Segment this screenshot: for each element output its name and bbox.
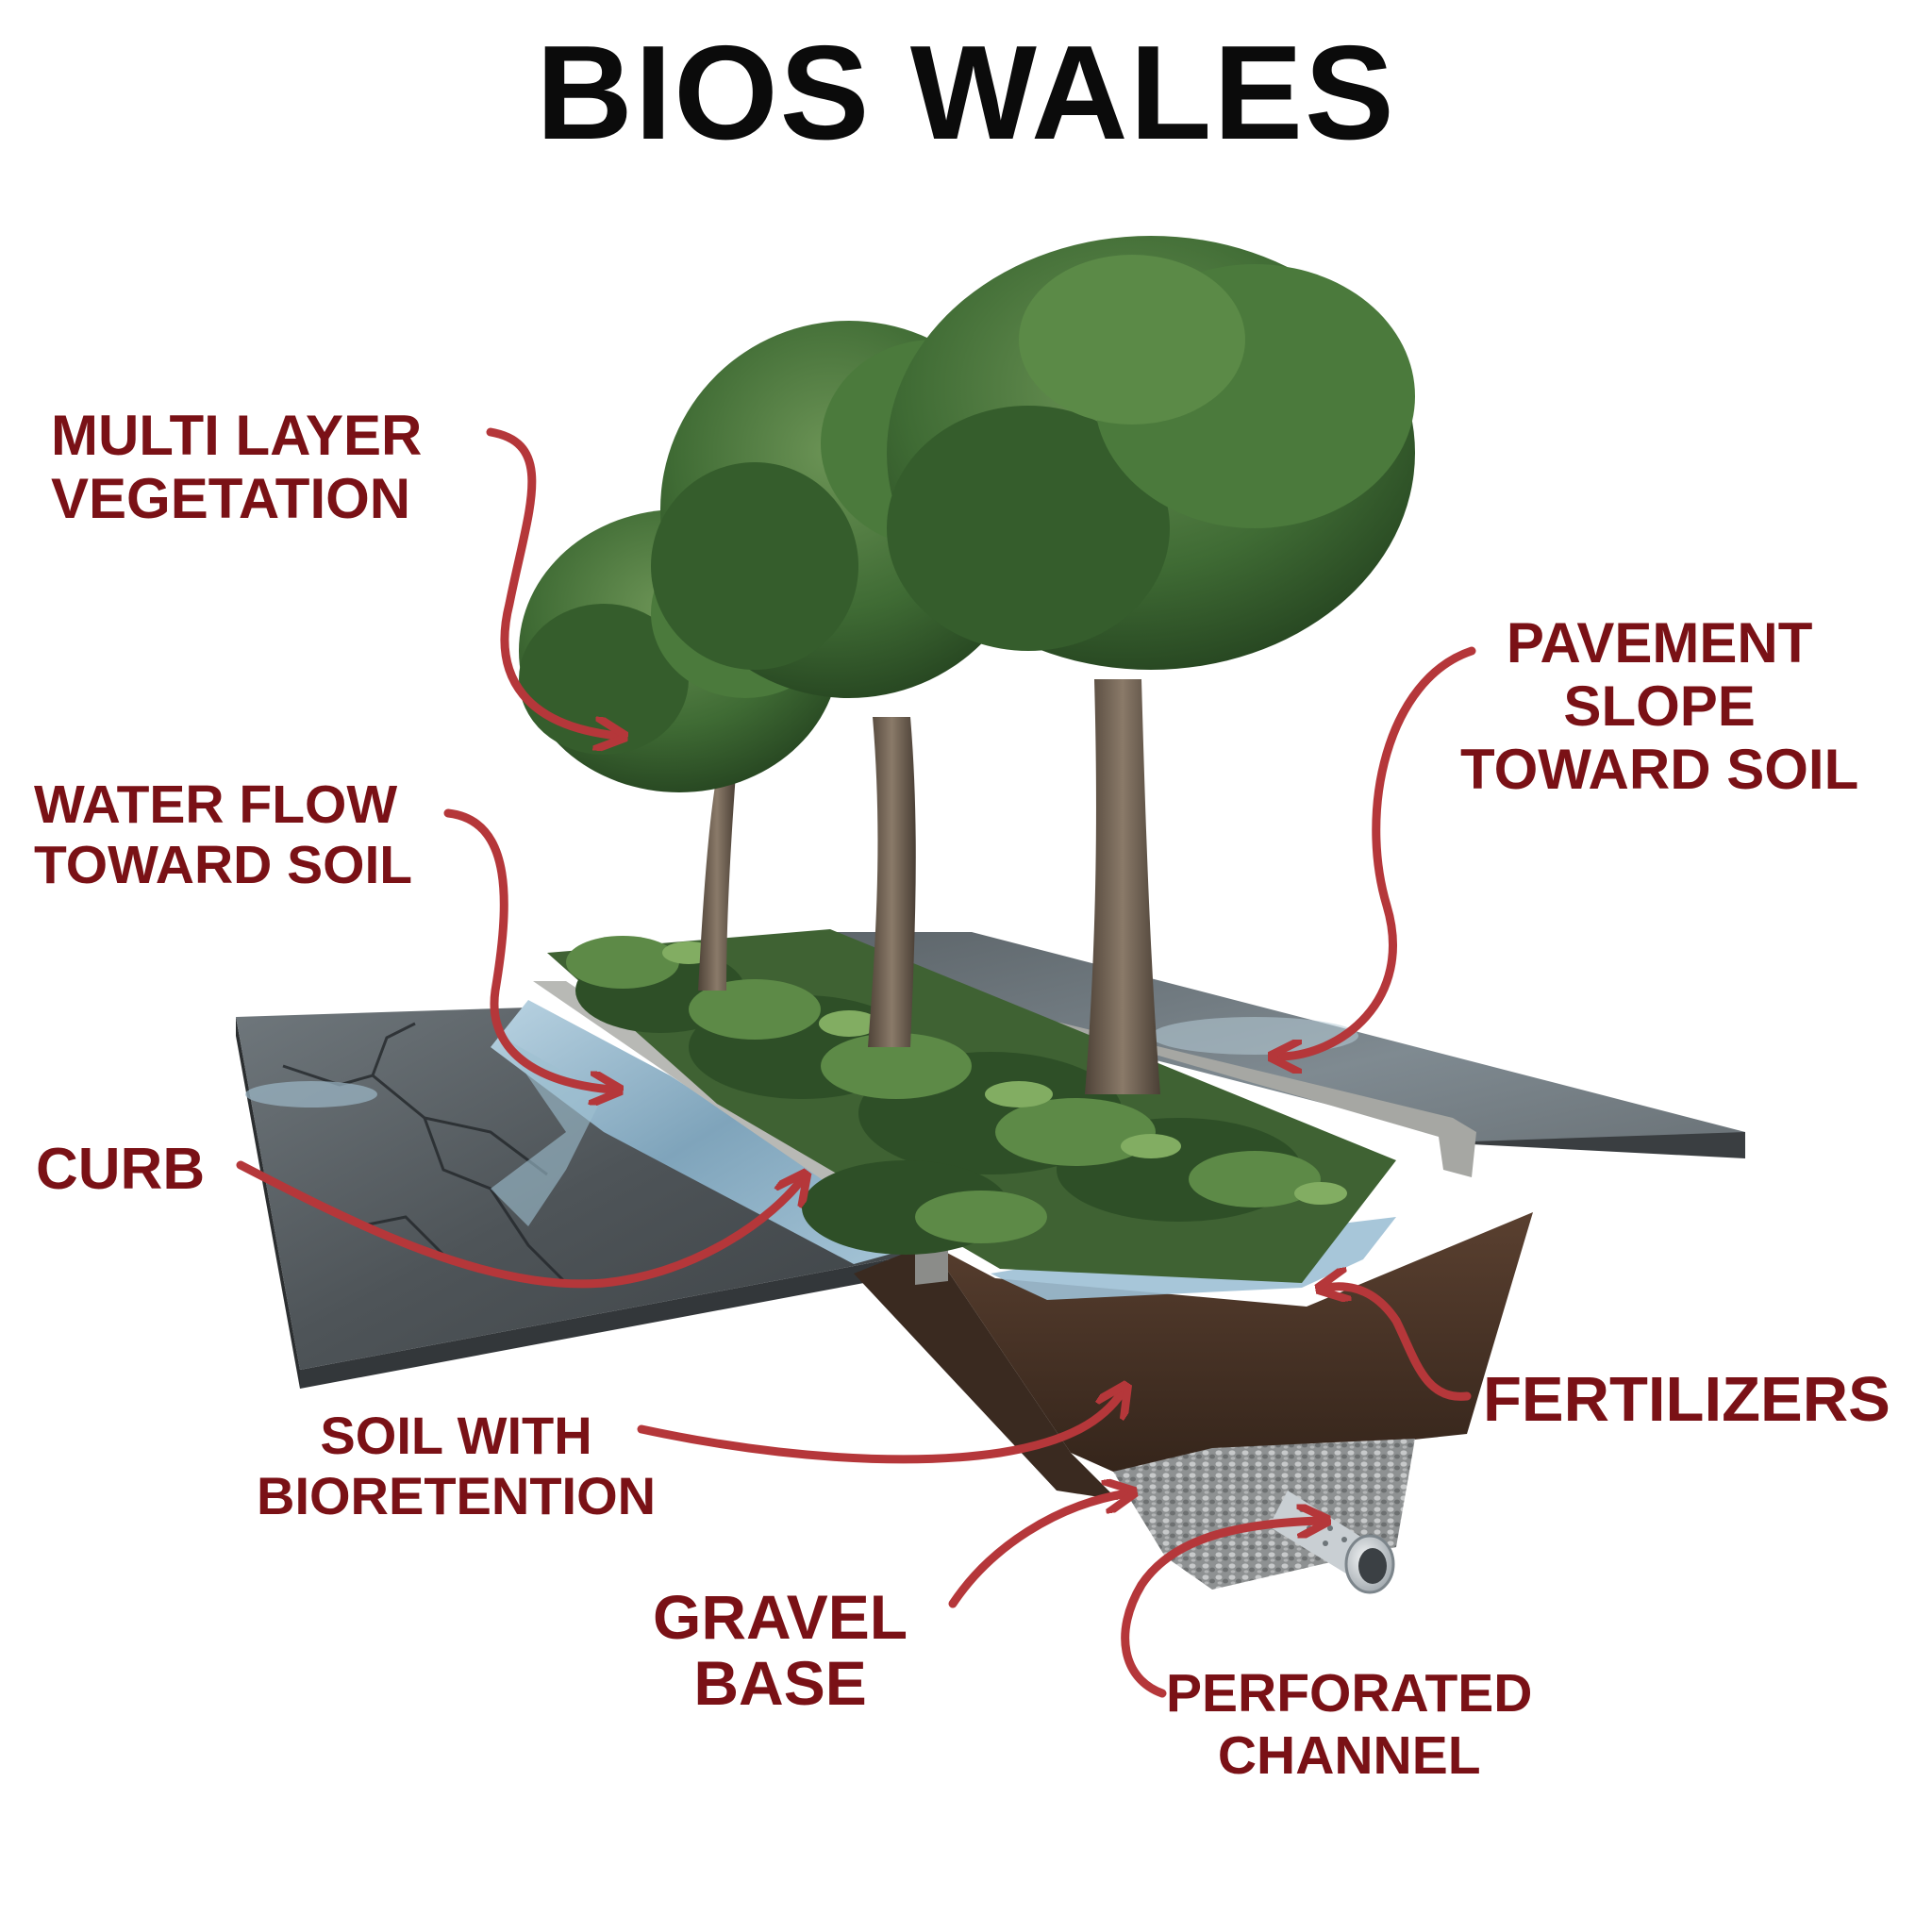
label-soil-line1: SOIL WITH <box>320 1406 592 1465</box>
label-gravel-line2: BASE <box>693 1647 867 1718</box>
diagram-title: BIOS WALES <box>536 18 1396 168</box>
label-curb-line1: CURB <box>36 1137 206 1202</box>
label-gravel-line1: GRAVEL <box>653 1582 908 1652</box>
low-vegetation <box>547 929 1396 1283</box>
label-perforated-line2: CHANNEL <box>1217 1725 1481 1787</box>
label-water-flow-line2: TOWARD SOIL <box>34 834 413 895</box>
label-fertilizers-line1: FERTILIZERS <box>1483 1364 1890 1435</box>
tree-large <box>887 236 1415 1094</box>
label-pavement-line1: PAVEMENT <box>1506 611 1813 675</box>
label-pavement-line2: SLOPE <box>1563 675 1756 739</box>
arrow-soil <box>637 1391 1123 1464</box>
callout-arrows <box>236 427 1476 1698</box>
arrow-fertilizers <box>1325 1287 1472 1401</box>
label-fertilizers: FERTILIZERS <box>1483 1364 1890 1436</box>
label-pavement-slope: PAVEMENT SLOPE TOWARD SOIL <box>1460 611 1858 802</box>
soil-side <box>854 1243 1118 1500</box>
arrow-perforated <box>1121 1521 1321 1698</box>
label-multi-layer-vegetation: MULTI LAYER VEGETATION <box>51 404 422 530</box>
label-pavement-line3: TOWARD SOIL <box>1460 738 1859 802</box>
label-soil-bioretention: SOIL WITH BIORETENTION <box>257 1406 656 1526</box>
label-soil-line2: BIORETENTION <box>257 1465 657 1525</box>
label-curb: CURB <box>36 1137 205 1203</box>
label-water-flow-line1: WATER FLOW <box>34 774 398 835</box>
arrow-multi-layer <box>486 427 618 736</box>
label-perforated-channel: PERFORATED CHANNEL <box>1166 1662 1532 1787</box>
label-perforated-line1: PERFORATED <box>1166 1663 1533 1724</box>
label-multi-layer-line2: VEGETATION <box>51 467 411 531</box>
arrow-gravel <box>948 1493 1127 1608</box>
left-asphalt-surface <box>236 1008 924 1370</box>
arrow-curb <box>236 1160 802 1289</box>
soil-layer <box>929 1212 1533 1472</box>
left-puddle <box>245 1081 377 1108</box>
label-water-flow: WATER FLOW TOWARD SOIL <box>34 774 413 896</box>
label-gravel-base: GRAVEL BASE <box>653 1582 908 1718</box>
arrow-pavement <box>1278 646 1476 1057</box>
label-multi-layer-line1: MULTI LAYER <box>51 404 423 467</box>
arrow-water-flow <box>443 808 613 1090</box>
